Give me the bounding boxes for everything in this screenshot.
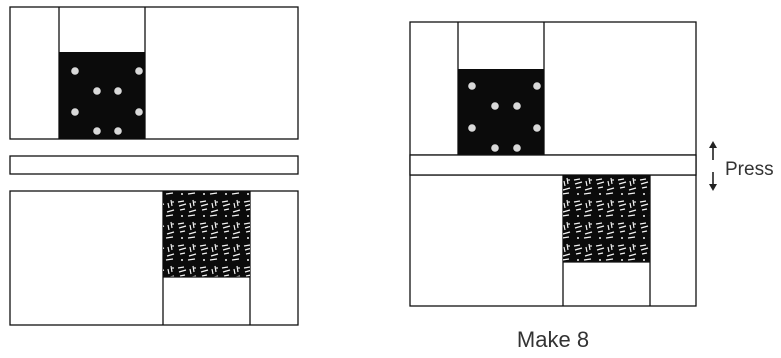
polka-dot-square [59, 52, 145, 139]
left-bottom-unit [10, 191, 298, 325]
right-assembled-block [410, 22, 696, 306]
arrow-up-icon [709, 141, 717, 160]
bottom-unit-outline [10, 191, 298, 325]
zebra-print-square [563, 175, 650, 262]
sashing-strip [10, 156, 298, 174]
sashing-strip [410, 155, 696, 175]
press-label: Press [725, 159, 774, 180]
arrow-down-icon [709, 172, 717, 191]
top-unit-outline [10, 7, 298, 139]
zebra-print-square [163, 191, 250, 277]
left-top-unit [10, 7, 298, 139]
make-count-label: Make 8 [517, 327, 589, 352]
polka-dot-square [458, 69, 544, 155]
